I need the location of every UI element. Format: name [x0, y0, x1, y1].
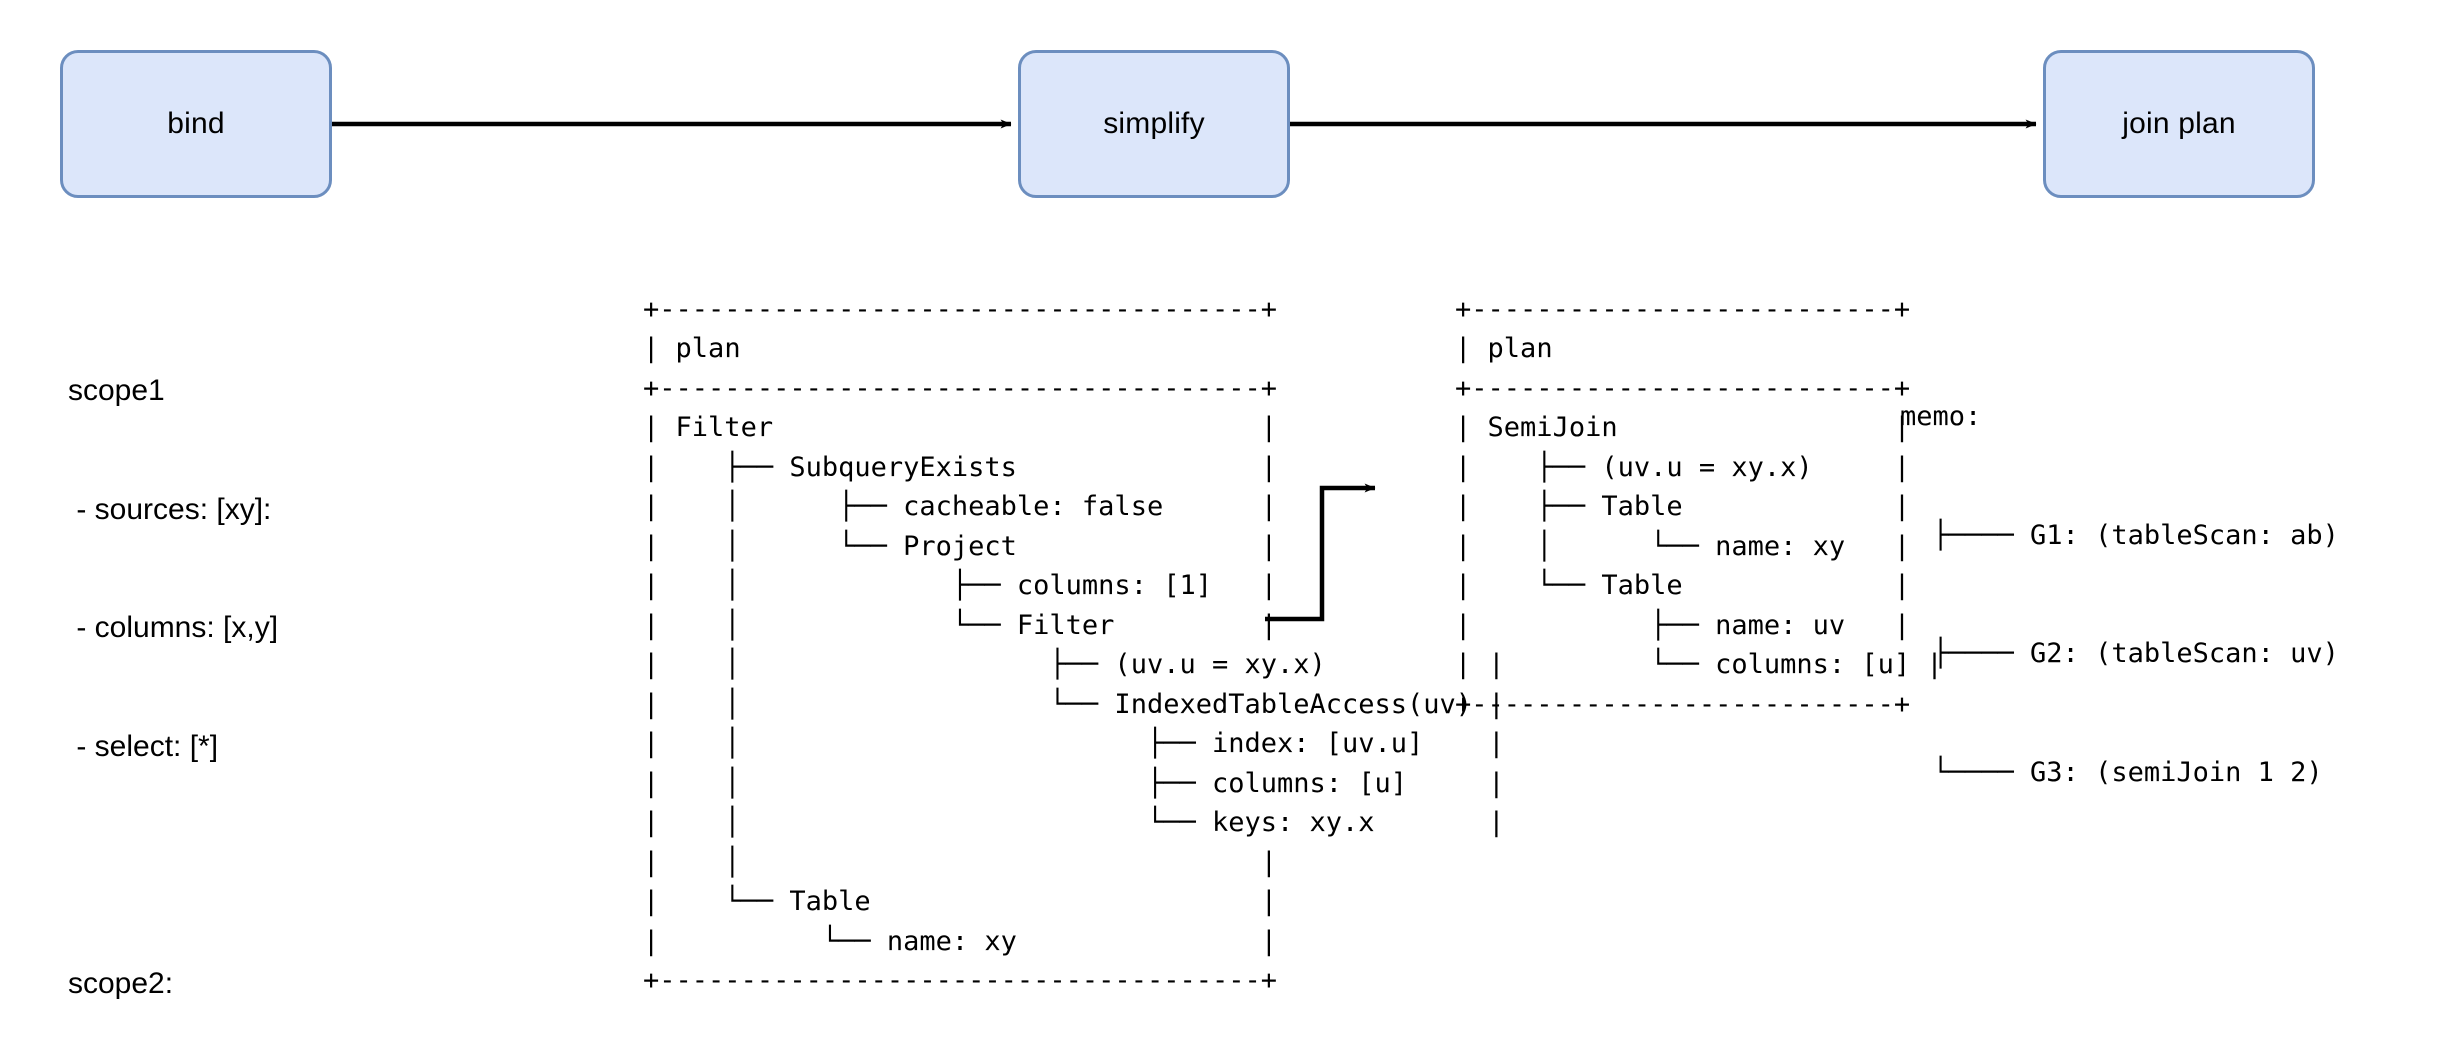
scope2-title: scope2:: [68, 966, 174, 1000]
stage-box-bind[interactable]: bind: [60, 50, 332, 198]
memo-notes: memo: ├──── G1: (tableScan: ab) ├──── G2…: [1900, 318, 2339, 871]
scope-gap: [68, 845, 285, 885]
plan-left-row-4: | │ ├── columns: [1] |: [643, 570, 1277, 601]
plan-right-border-bottom: +--------------------------+: [1455, 688, 1911, 720]
plan-left-row-9: | │ ├── columns: [u] |: [643, 767, 1505, 799]
plan-left-row-5: | │ └── Filter |: [643, 609, 1277, 641]
plan-right-row-1: | ├── (uv.u = xy.x) |: [1455, 451, 1911, 483]
scope1-columns: - columns: [x,y]: [68, 611, 279, 644]
scope-notes: scope1 - sources: [xy]: - columns: [x,y]…: [68, 292, 285, 1053]
plan-right-header: plan: [1487, 333, 1553, 364]
plan-left-row-12: | └── Table |: [643, 886, 1277, 917]
plan-left-row-7: | │ └── IndexedTableAccess(uv) |: [643, 688, 1505, 720]
plan-left-row-2: | │ ├── cacheable: false |: [643, 491, 1277, 522]
plan-right-row-2: | ├── Table |: [1455, 491, 1911, 522]
stage-box-join-plan[interactable]: join plan: [2043, 50, 2315, 198]
plan-left-row-0: | Filter |: [643, 412, 1277, 443]
scope1-sources: - sources: [xy]:: [68, 492, 272, 526]
plan-right-header-row: | plan: [1455, 333, 1553, 364]
plan-left-header-row: | plan: [643, 333, 741, 364]
plan-left-row-13: | └── name: xy |: [643, 925, 1277, 957]
memo-group-2: ├──── G2: (tableScan: uv): [1900, 638, 2339, 669]
memo-group-3: └──── G3: (semiJoin 1 2): [1900, 756, 2323, 788]
plan-panel-simplify-output: +--------------------------+ | plan +---…: [1390, 250, 1943, 764]
scope1-title: scope1: [68, 374, 165, 407]
plan-right-border-middle: +--------------------------+: [1455, 372, 1911, 404]
plan-left-border-top: +-------------------------------------+: [643, 293, 1277, 325]
plan-left-row-1: | ├── SubqueryExists |: [643, 451, 1277, 483]
plan-right-row-6: | └── columns: [u] |: [1455, 649, 1943, 680]
stage-label-bind: bind: [167, 107, 225, 140]
plan-left-row-10: | │ └── keys: xy.x |: [643, 807, 1505, 838]
scope1-select: - select: [*]: [68, 729, 219, 763]
plan-panel-bind-output: +-------------------------------------+ …: [578, 250, 1505, 1040]
plan-left-row-3: | │ └── Project |: [643, 530, 1277, 562]
plan-right-border-top: +--------------------------+: [1455, 293, 1911, 325]
plan-right-row-3: | │ └── name: xy |: [1455, 530, 1911, 562]
plan-left-row-6: | │ ├── (uv.u = xy.x) |: [643, 649, 1505, 680]
plan-right-row-4: | └── Table |: [1455, 570, 1911, 601]
memo-group-1: ├──── G1: (tableScan: ab): [1900, 519, 2339, 551]
plan-left-border-bottom: +-------------------------------------+: [643, 965, 1277, 996]
plan-left-header: plan: [675, 333, 741, 364]
stage-label-simplify: simplify: [1103, 107, 1205, 140]
stage-box-simplify[interactable]: simplify: [1018, 50, 1290, 198]
plan-left-row-11: | │ |: [643, 846, 1277, 878]
plan-right-row-0: | SemiJoin |: [1455, 412, 1911, 443]
plan-left-border-middle: +-------------------------------------+: [643, 372, 1277, 404]
plan-left-row-8: | │ ├── index: [uv.u] |: [643, 728, 1505, 759]
plan-right-row-5: | ├── name: uv |: [1455, 609, 1911, 641]
memo-title: memo:: [1900, 401, 1982, 432]
stage-label-join-plan: join plan: [2122, 107, 2236, 140]
